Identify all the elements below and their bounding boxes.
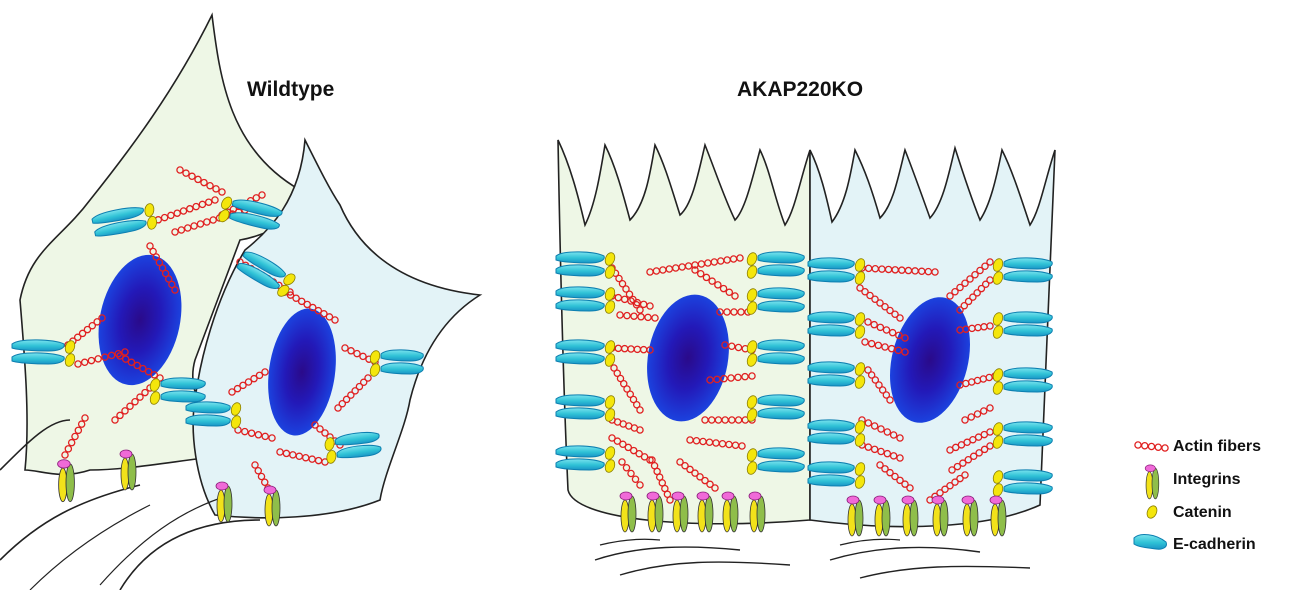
e-cadherin	[1004, 435, 1052, 446]
integrin	[847, 496, 863, 536]
e-cadherin	[381, 350, 423, 361]
e-cadherin	[186, 415, 230, 426]
e-cadherin	[1004, 258, 1052, 269]
e-cadherin	[808, 258, 854, 269]
legend-actin-label: Actin fibers	[1173, 438, 1261, 456]
e-cadherin	[758, 265, 804, 276]
e-cadherin	[556, 353, 604, 364]
e-cadherin	[758, 408, 804, 419]
e-cadherin	[808, 475, 854, 486]
integrin	[932, 496, 948, 536]
integrin	[620, 492, 636, 532]
actin-fiber-sample	[1135, 442, 1168, 451]
integrin	[647, 492, 663, 532]
e-cadherin	[758, 448, 804, 459]
e-cadherin	[758, 288, 804, 299]
integrin	[990, 496, 1006, 536]
catenin-icon	[1145, 504, 1159, 520]
e-cadherin	[808, 312, 854, 323]
e-cadherin	[161, 378, 205, 389]
e-cadherin	[808, 462, 854, 473]
e-cadherin	[1004, 312, 1052, 323]
knockout-panel	[556, 140, 1055, 578]
e-cadherin	[758, 301, 804, 312]
e-cadherin	[1004, 470, 1052, 481]
e-cadherin	[186, 402, 230, 413]
e-cadherin	[12, 353, 64, 364]
e-cadherin	[556, 340, 604, 351]
e-cadherin	[758, 461, 804, 472]
e-cadherin	[758, 395, 804, 406]
integrin	[216, 482, 232, 522]
integrin	[697, 492, 713, 532]
e-cadherin	[808, 420, 854, 431]
integrin	[902, 496, 918, 536]
e-cadherin	[12, 340, 64, 351]
integrin	[1145, 465, 1159, 499]
actin-fiber-icon	[1135, 442, 1168, 451]
integrin	[58, 460, 75, 502]
e-cadherin	[1004, 325, 1052, 336]
adherens-junction	[186, 401, 242, 429]
integrin	[722, 492, 738, 532]
wildtype-title: Wildtype	[247, 78, 334, 102]
e-cadherin	[1004, 271, 1052, 282]
e-cadherin	[758, 252, 804, 263]
legend-integrin-label: Integrins	[1173, 471, 1241, 489]
integrin	[120, 450, 136, 490]
e-cadherin	[381, 363, 423, 374]
e-cadherin	[556, 287, 604, 298]
legend-ecadherin-label: E-cadherin	[1173, 536, 1256, 554]
wildtype-panel	[0, 15, 480, 590]
e-cadherin	[1004, 422, 1052, 433]
e-cadherin	[808, 375, 854, 386]
legend-catenin-label: Catenin	[1173, 504, 1232, 522]
knockout-title: AKAP220KO	[737, 78, 863, 102]
e-cadherin	[556, 300, 604, 311]
e-cadherin	[161, 391, 205, 402]
integrin	[874, 496, 890, 536]
e-cadherin	[556, 252, 604, 263]
legend	[1134, 442, 1168, 549]
e-cadherin	[556, 408, 604, 419]
e-cadherin	[556, 395, 604, 406]
integrin	[749, 492, 765, 532]
e-cadherin	[808, 271, 854, 282]
e-cadherin	[758, 353, 804, 364]
e-cadherin	[808, 325, 854, 336]
integrin	[264, 486, 280, 526]
e-cadherin	[808, 433, 854, 444]
e-cadherin-icon	[1134, 535, 1166, 550]
e-cadherin	[556, 459, 604, 470]
e-cadherin	[808, 362, 854, 373]
integrin	[672, 492, 688, 532]
e-cadherin	[1004, 368, 1052, 379]
e-cadherin	[1004, 381, 1052, 392]
e-cadherin	[758, 340, 804, 351]
e-cadherin	[1004, 483, 1052, 494]
integrin	[962, 496, 978, 536]
e-cadherin	[556, 265, 604, 276]
e-cadherin	[556, 446, 604, 457]
integrin-icon	[1145, 465, 1159, 499]
